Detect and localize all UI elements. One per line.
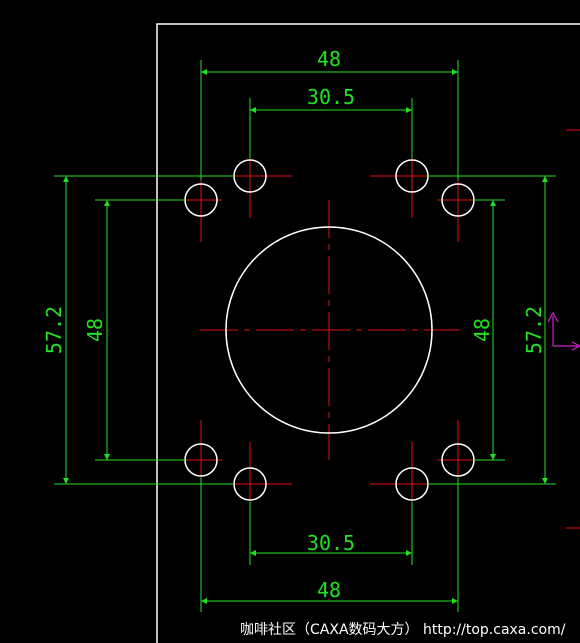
dimension-lines: [54, 60, 556, 612]
drawing-frame: [156, 23, 580, 643]
centerlines: [180, 129, 580, 529]
dim-left-outer: 57.2: [42, 306, 66, 354]
dim-top-inner: 30.5: [307, 85, 355, 109]
dim-bottom-inner: 30.5: [307, 531, 355, 555]
dim-right-inner: 48: [470, 318, 494, 342]
dim-left-inner: 48: [83, 318, 107, 342]
dim-bottom-outer: 48: [317, 578, 341, 602]
ucs-axis-icon: [547, 311, 580, 351]
large-bore-circle: [225, 226, 433, 434]
watermark-text: 咖啡社区（CAXA数码大方） http://top.caxa.com/: [240, 622, 566, 638]
dim-right-outer: 57.2: [522, 306, 546, 354]
dim-top-outer: 48: [317, 47, 341, 71]
